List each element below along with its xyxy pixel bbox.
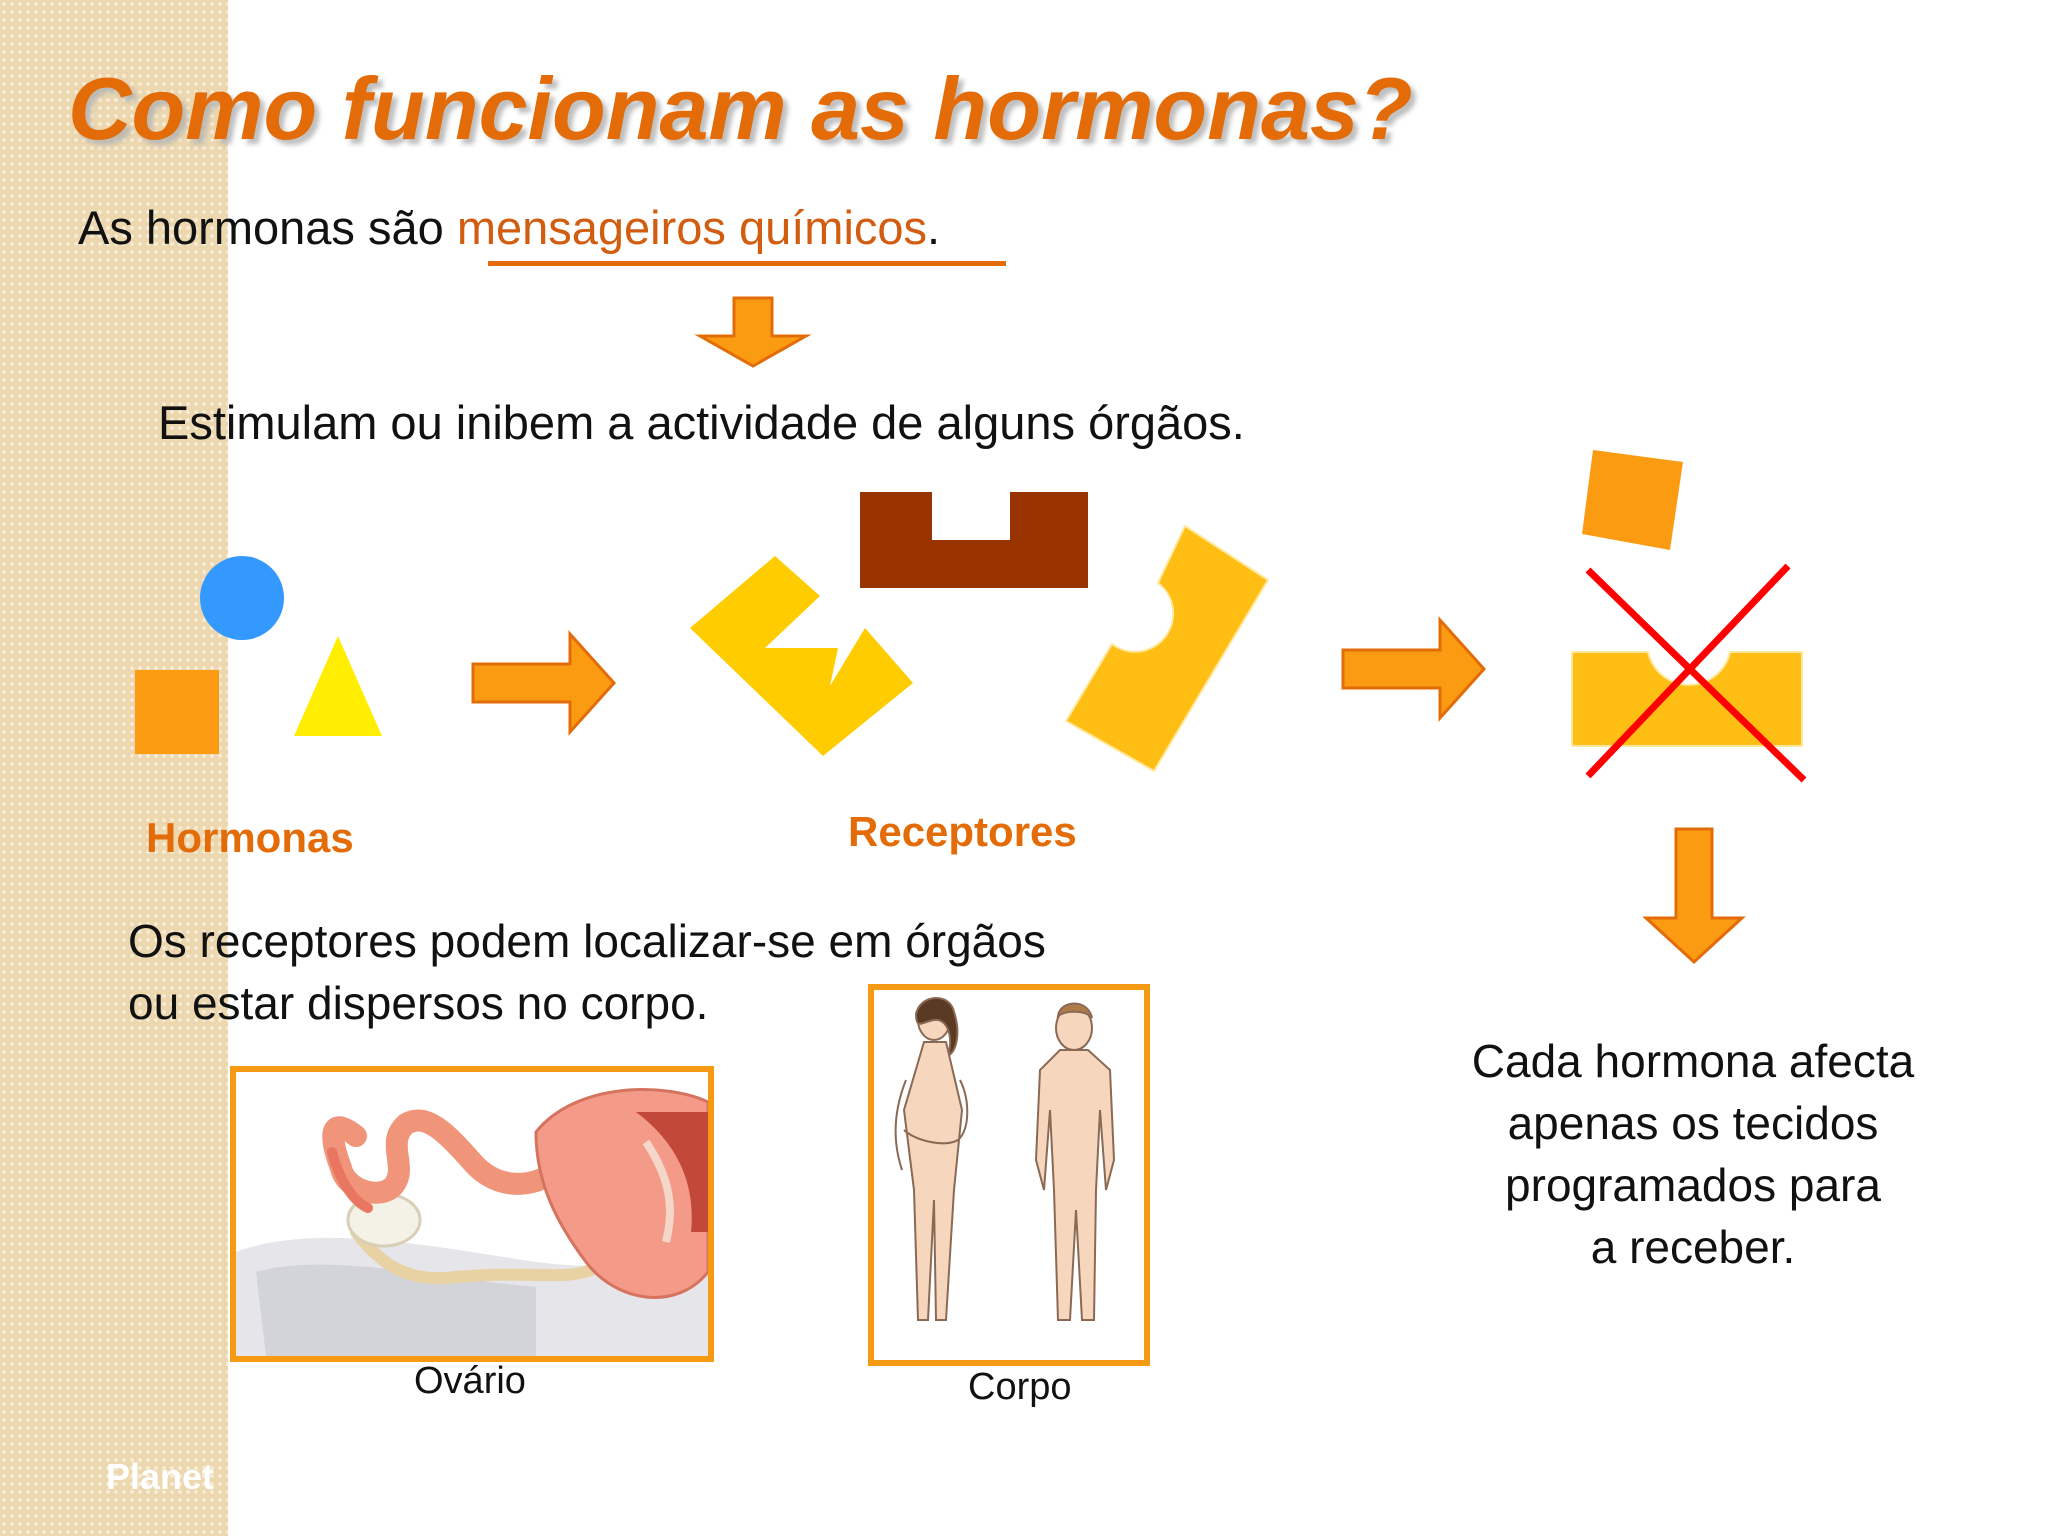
decorative-side-strip <box>0 0 228 1536</box>
effect-sentence: Estimulam ou inibem a actividade de algu… <box>158 396 1245 449</box>
cross-line <box>1585 567 1807 783</box>
intro-highlight: mensageiros químicos <box>456 201 928 254</box>
body-caption: Corpo <box>968 1366 1072 1408</box>
receptor-yellow-left <box>690 556 913 756</box>
receptors-line: ou estar dispersos no corpo. <box>128 977 709 1029</box>
highlight-underline <box>488 261 1006 266</box>
ovary-caption: Ovário <box>414 1360 526 1402</box>
conclusion-line: apenas os tecidos <box>1507 1097 1879 1149</box>
conclusion-paragraph: Cada hormona afecta apenas os tecidos pr… <box>1418 1030 1968 1278</box>
receptors-line: Os receptores podem localizar-se em órgã… <box>128 915 1046 967</box>
conclusion-line: a receber. <box>1590 1221 1796 1273</box>
intro-sentence: As hormonas são mensageiros químicos. <box>78 200 940 255</box>
mismatch-square <box>1582 450 1683 550</box>
receptors-label: Receptores <box>848 808 1077 855</box>
down-arrow-icon <box>1642 827 1746 965</box>
footer-watermark: Planet <box>106 1456 215 1497</box>
hormone-triangle <box>294 636 382 736</box>
hormone-square <box>135 670 219 754</box>
receptors-shapes <box>690 492 1270 773</box>
down-arrow-icon <box>694 296 812 368</box>
hormones-shapes <box>135 556 382 754</box>
hormones-label: Hormonas <box>146 814 354 861</box>
receptor-brown <box>860 492 1088 588</box>
cross-line <box>1585 563 1791 779</box>
receptors-paragraph: Os receptores podem localizar-se em órgã… <box>128 910 1046 1034</box>
intro-prefix: As hormonas são <box>78 201 457 254</box>
body-illustration <box>894 997 1116 1321</box>
slide-title: Como funcionam as hormonas? <box>68 59 1413 158</box>
mismatch-shapes <box>1571 450 1807 783</box>
right-arrow-icon <box>471 630 617 736</box>
ovary-illustration <box>236 1088 708 1356</box>
body-image <box>868 984 1150 1366</box>
conclusion-line: Cada hormona afecta <box>1471 1035 1915 1087</box>
right-arrow-icon <box>1341 616 1487 722</box>
hormone-circle <box>200 556 284 640</box>
conclusion-line: programados para <box>1505 1159 1881 1211</box>
receptor-yellow-right <box>1064 524 1270 773</box>
intro-suffix: . <box>927 201 941 254</box>
ovary-image <box>230 1066 714 1362</box>
